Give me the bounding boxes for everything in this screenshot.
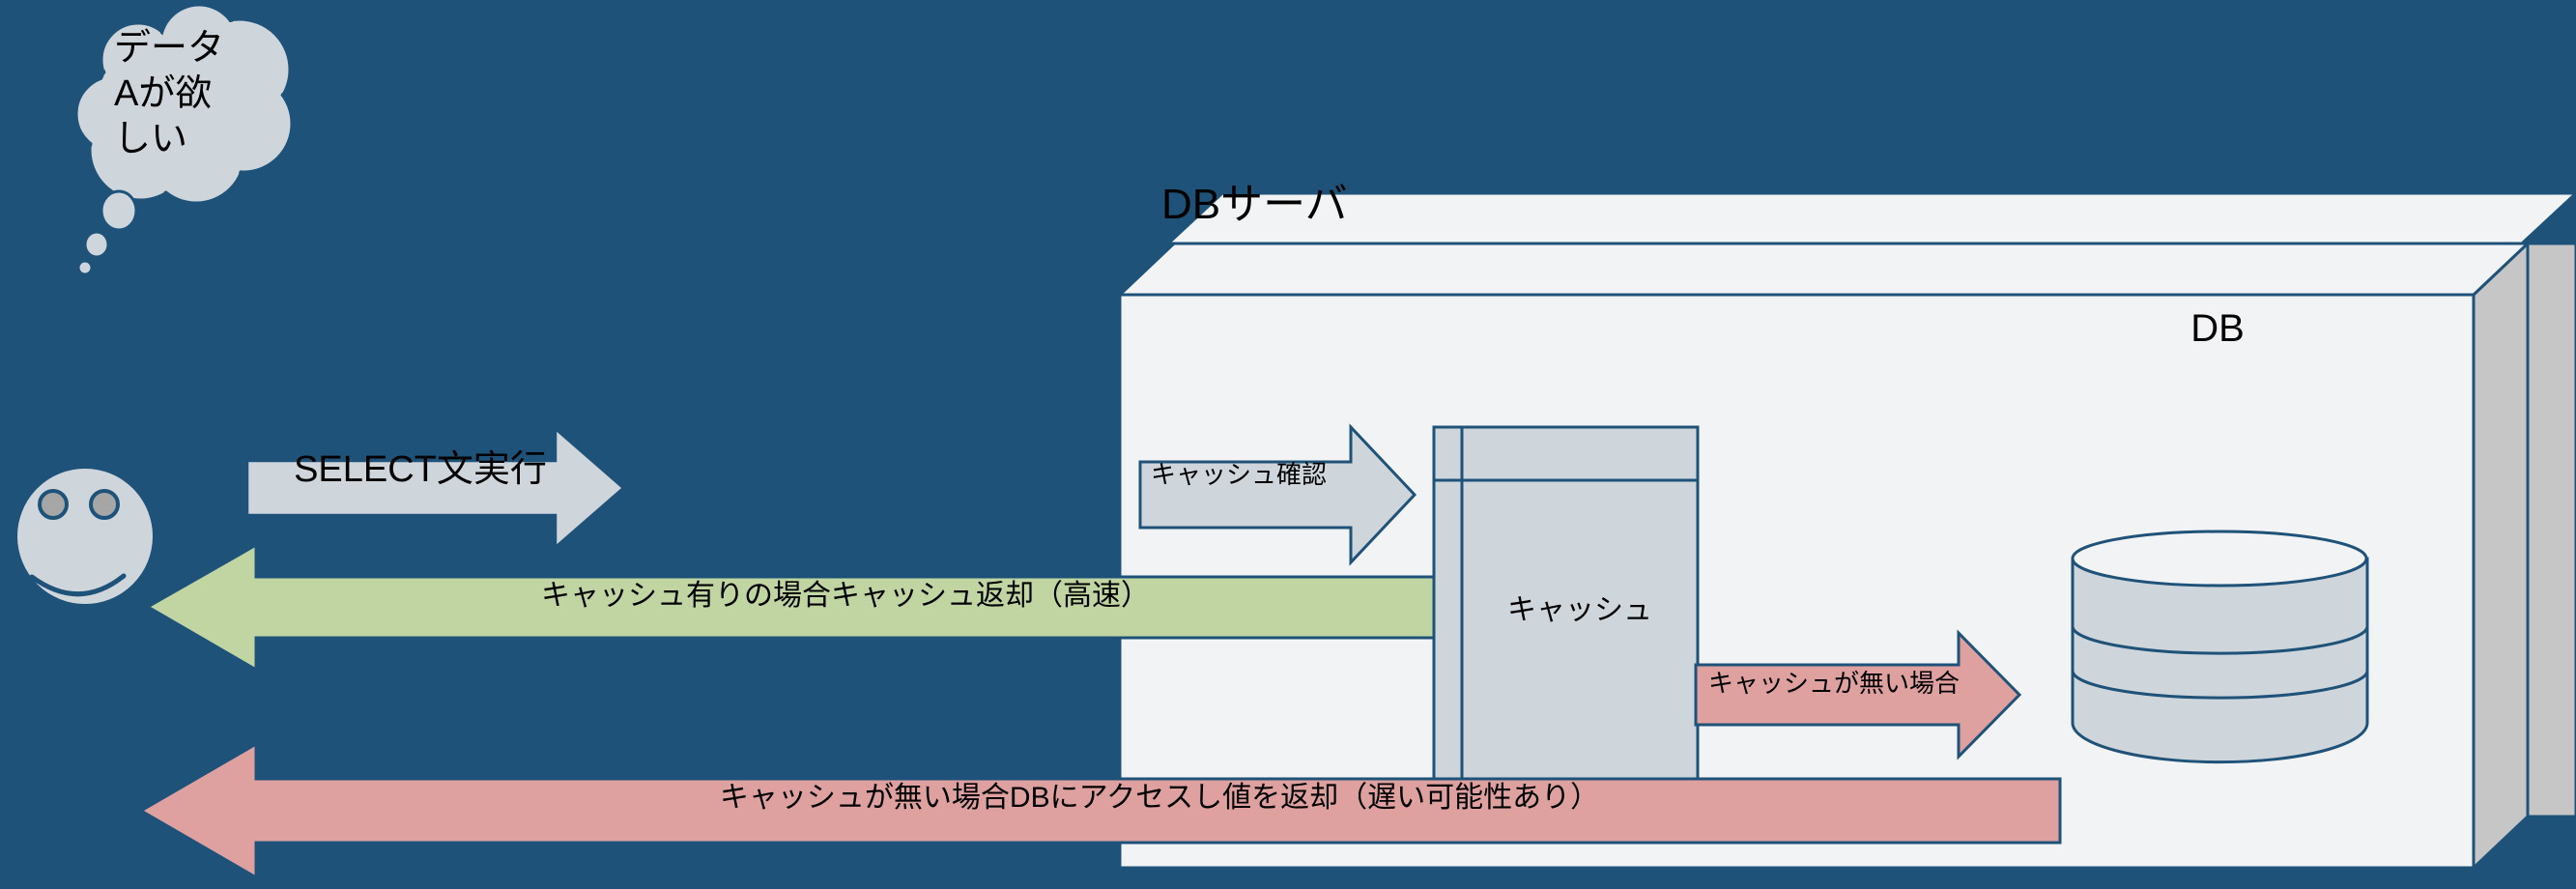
arrow-cache-hit-return xyxy=(144,542,1436,673)
arrow-cache-check xyxy=(1138,423,1417,566)
arrow-select xyxy=(245,426,625,550)
db-cylinder xyxy=(2071,530,2369,764)
arrow-db-return xyxy=(138,741,2062,880)
thought-bubble xyxy=(74,3,294,276)
arrow-cache-miss xyxy=(1694,629,2022,760)
user-smiley-icon xyxy=(14,465,157,608)
cache-box xyxy=(1432,425,1700,841)
